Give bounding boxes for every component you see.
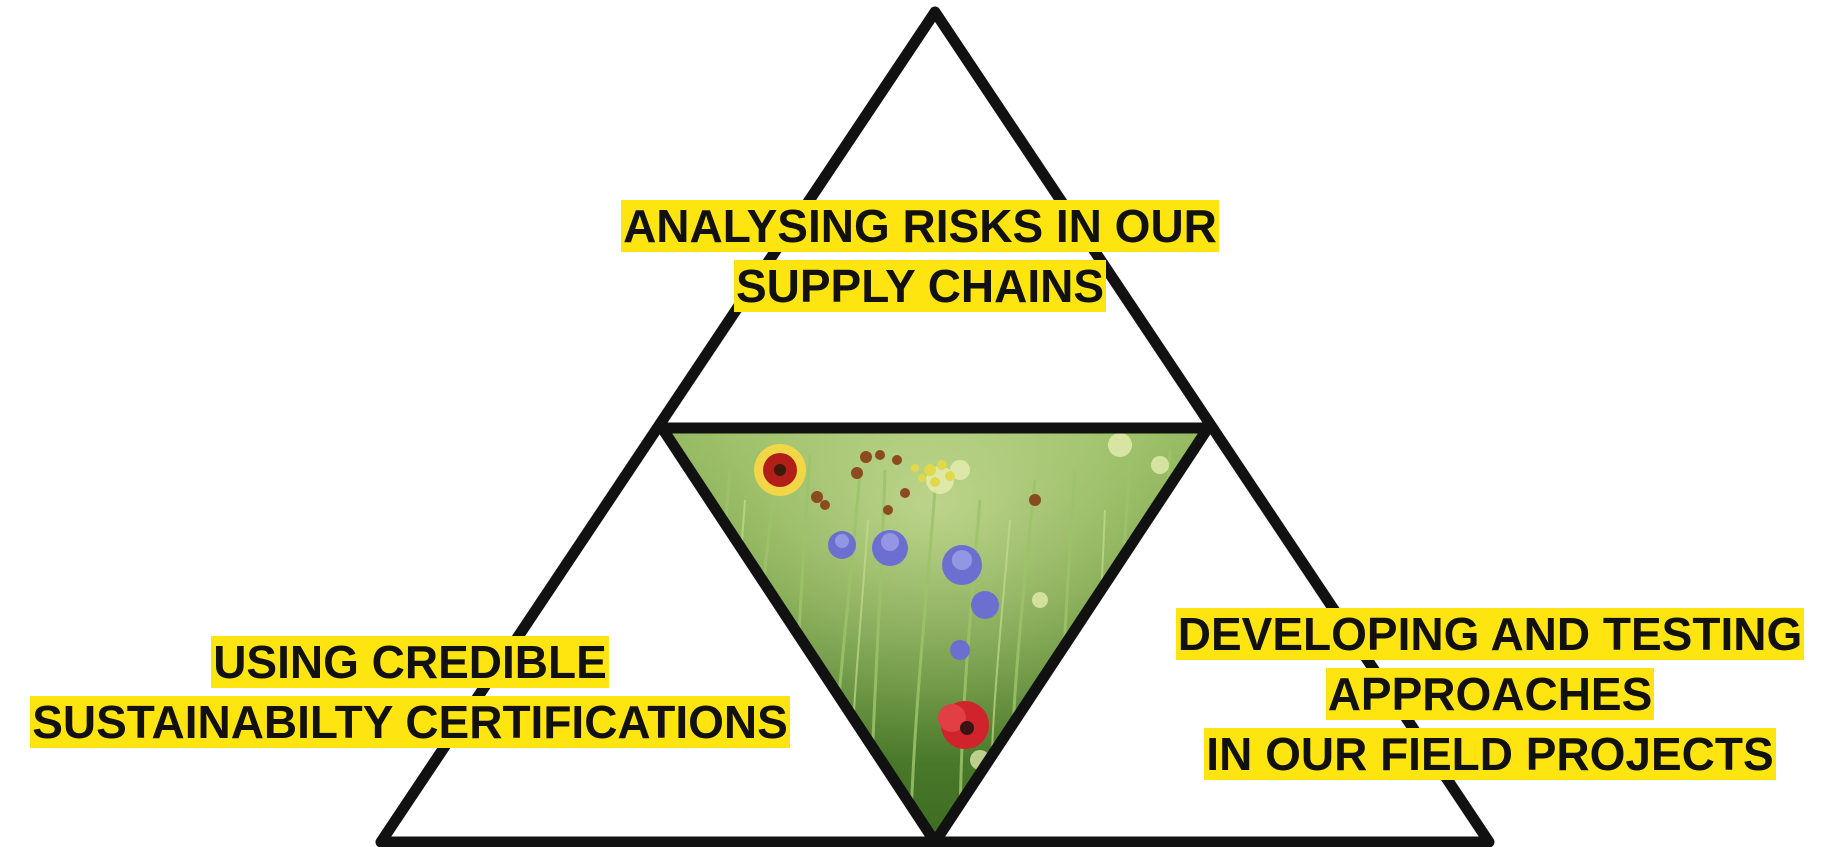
label-left-line2: SUSTAINABILTY CERTIFICATIONS <box>30 696 790 748</box>
label-left-line1: USING CREDIBLE <box>211 636 609 688</box>
label-left-certifications: USING CREDIBLE SUSTAINABILTY CERTIFICATI… <box>0 632 820 752</box>
label-top-analysing-risks: ANALYSING RISKS IN OUR SUPPLY CHAINS <box>560 196 1280 316</box>
inner-triangle <box>656 422 1214 847</box>
label-right-line2: APPROACHES <box>1325 668 1655 720</box>
coreopsis-flower <box>754 444 806 496</box>
label-top-line1: ANALYSING RISKS IN OUR <box>621 200 1219 252</box>
label-right-line1: DEVELOPING AND TESTING <box>1175 608 1805 660</box>
poppy-flower <box>938 701 989 749</box>
label-right-field-projects: DEVELOPING AND TESTING APPROACHES IN OUR… <box>1150 604 1830 784</box>
label-right-line3: IN OUR FIELD PROJECTS <box>1204 728 1776 780</box>
label-top-line2: SUPPLY CHAINS <box>733 260 1107 312</box>
